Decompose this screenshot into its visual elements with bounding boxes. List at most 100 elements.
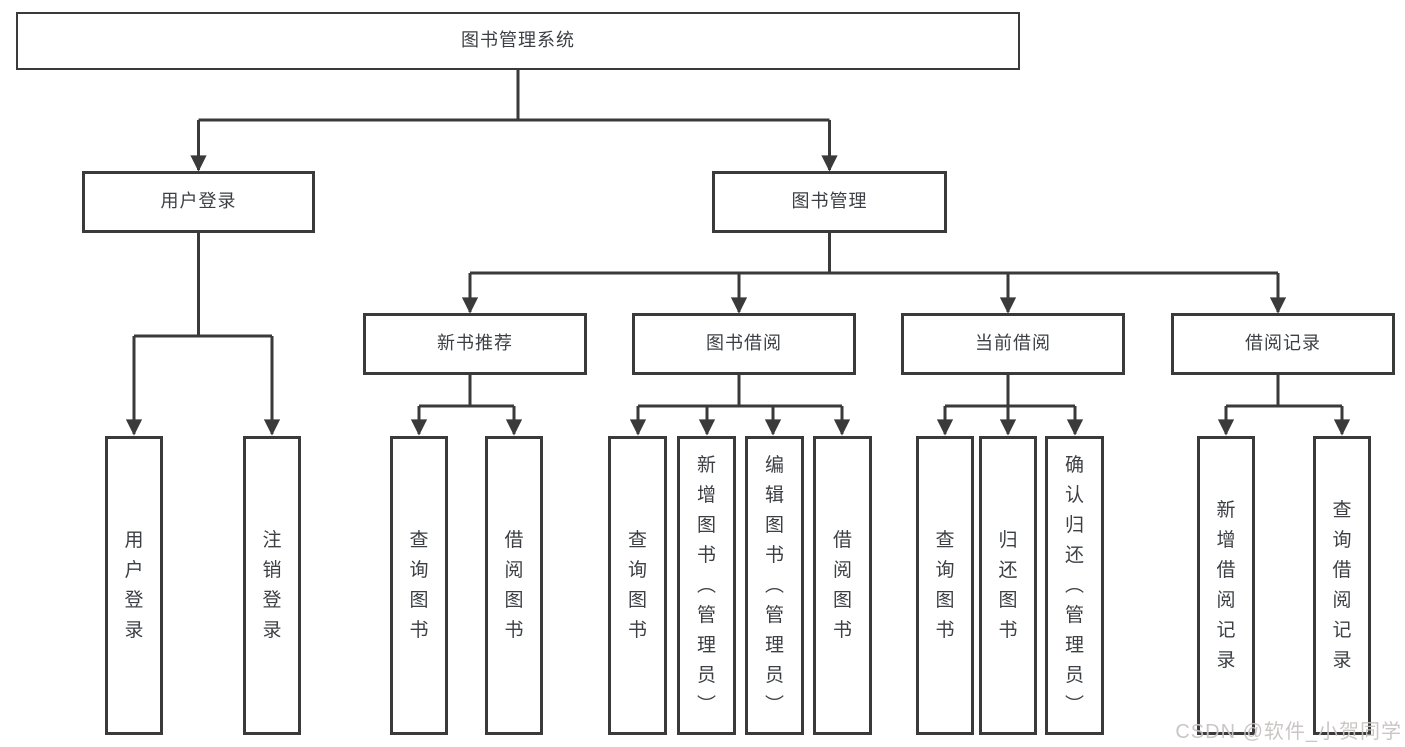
- vertical-char: ︶: [764, 695, 784, 716]
- leaf-logout: 注销登录: [243, 436, 301, 735]
- leaf-rec-borrow-book: 借阅图书: [485, 436, 543, 735]
- leaf-br-query-record: 查询借阅记录: [1313, 436, 1371, 735]
- vertical-char: 认: [1064, 485, 1084, 506]
- vertical-char: 借: [832, 530, 852, 551]
- vertical-char: 管: [764, 605, 784, 626]
- vertical-char: 确: [1064, 455, 1084, 476]
- leaf-cb-query-book: 查询图书: [916, 436, 974, 735]
- leaf-rec-query-book: 查询图书: [390, 436, 448, 735]
- vertical-char: 查: [627, 530, 647, 551]
- vertical-char: 增: [696, 485, 716, 506]
- node-book-borrowing: 图书借阅: [632, 313, 856, 375]
- node-borrow-records: 借阅记录: [1171, 313, 1395, 375]
- leaf-bb-query-book: 查询图书: [608, 436, 667, 735]
- vertical-char: 增: [1216, 530, 1236, 551]
- vertical-char: 图: [504, 590, 524, 611]
- vertical-char: 管: [696, 605, 716, 626]
- vertical-char: ︵: [1064, 575, 1084, 596]
- vertical-char: 图: [998, 590, 1018, 611]
- vertical-char: 书: [832, 620, 852, 641]
- vertical-char: 图: [764, 515, 784, 536]
- vertical-char: 录: [1332, 650, 1352, 671]
- vertical-char: 借: [1216, 560, 1236, 581]
- vertical-char: 书: [998, 620, 1018, 641]
- watermark: CSDN @软件_小贺同学: [1175, 721, 1402, 743]
- connector-backbone: [134, 70, 1342, 408]
- vertical-char: 阅: [1332, 590, 1352, 611]
- vertical-char: ︵: [696, 575, 716, 596]
- node-borrow-records-label: 借阅记录: [1245, 333, 1321, 354]
- vertical-char: 查: [1332, 500, 1352, 521]
- vertical-char: 理: [696, 635, 716, 656]
- vertical-char: 录: [124, 620, 144, 641]
- leaf-bb-borrow-book: 借阅图书: [813, 436, 872, 735]
- vertical-char: 阅: [1216, 590, 1236, 611]
- vertical-char: 询: [409, 560, 429, 581]
- vertical-char: 查: [409, 530, 429, 551]
- vertical-char: 录: [1216, 650, 1236, 671]
- vertical-char: 查: [935, 530, 955, 551]
- vertical-char: 登: [124, 590, 144, 611]
- vertical-char: 书: [935, 620, 955, 641]
- vertical-char: 员: [764, 665, 784, 686]
- leaf-user-login: 用户登录: [105, 436, 163, 735]
- vertical-char: 图: [935, 590, 955, 611]
- vertical-char: 还: [1064, 545, 1084, 566]
- node-book-management-label: 图书管理: [791, 191, 868, 212]
- vertical-char: 录: [262, 620, 282, 641]
- vertical-char: 销: [262, 560, 282, 581]
- vertical-char: 理: [1064, 635, 1084, 656]
- node-book-borrowing-label: 图书借阅: [706, 333, 782, 354]
- vertical-char: 图: [627, 590, 647, 611]
- vertical-char: 书: [504, 620, 524, 641]
- vertical-char: 员: [1064, 665, 1084, 686]
- vertical-char: 用: [124, 530, 144, 551]
- vertical-char: 阅: [504, 560, 524, 581]
- vertical-char: 编: [764, 455, 784, 476]
- node-user-login: 用户登录: [82, 171, 315, 233]
- vertical-char: 借: [1332, 560, 1352, 581]
- vertical-char: 户: [124, 560, 144, 581]
- vertical-char: 图: [832, 590, 852, 611]
- vertical-char: 登: [262, 590, 282, 611]
- vertical-char: ︶: [1064, 695, 1084, 716]
- vertical-char: 询: [935, 560, 955, 581]
- vertical-char: 记: [1216, 620, 1236, 641]
- vertical-char: ︶: [696, 695, 716, 716]
- node-current-borrowing-label: 当前借阅: [975, 333, 1051, 354]
- vertical-char: 借: [504, 530, 524, 551]
- leaf-cb-confirm-return: 确认归还 ︵ 管理员 ︶: [1045, 436, 1104, 735]
- vertical-char: 询: [627, 560, 647, 581]
- vertical-char: 记: [1332, 620, 1352, 641]
- vertical-char: 还: [998, 560, 1018, 581]
- vertical-char: 询: [1332, 530, 1352, 551]
- vertical-char: ︵: [764, 575, 784, 596]
- node-current-borrowing: 当前借阅: [901, 313, 1125, 375]
- vertical-char: 归: [1064, 515, 1084, 536]
- vertical-char: 员: [696, 665, 716, 686]
- node-user-login-label: 用户登录: [160, 191, 237, 212]
- vertical-char: 管: [1064, 605, 1084, 626]
- vertical-char: 辑: [764, 485, 784, 506]
- vertical-char: 阅: [832, 560, 852, 581]
- leaf-cb-return-book: 归还图书: [979, 436, 1037, 735]
- node-new-book-recommend-label: 新书推荐: [437, 333, 513, 354]
- vertical-char: 归: [998, 530, 1018, 551]
- vertical-char: 新: [696, 455, 716, 476]
- vertical-char: 理: [764, 635, 784, 656]
- vertical-char: 书: [696, 545, 716, 566]
- node-root: 图书管理系统: [16, 12, 1020, 70]
- vertical-char: 书: [409, 620, 429, 641]
- node-book-management: 图书管理: [712, 171, 947, 233]
- node-root-label: 图书管理系统: [461, 30, 575, 51]
- vertical-char: 书: [627, 620, 647, 641]
- node-new-book-recommend: 新书推荐: [363, 313, 587, 375]
- vertical-char: 书: [764, 545, 784, 566]
- vertical-char: 注: [262, 530, 282, 551]
- leaf-bb-add-book: 新增图书︵管理员︶: [677, 436, 736, 735]
- leaf-br-add-record: 新增借阅记录: [1197, 436, 1255, 735]
- vertical-char: 图: [409, 590, 429, 611]
- vertical-char: 新: [1216, 500, 1236, 521]
